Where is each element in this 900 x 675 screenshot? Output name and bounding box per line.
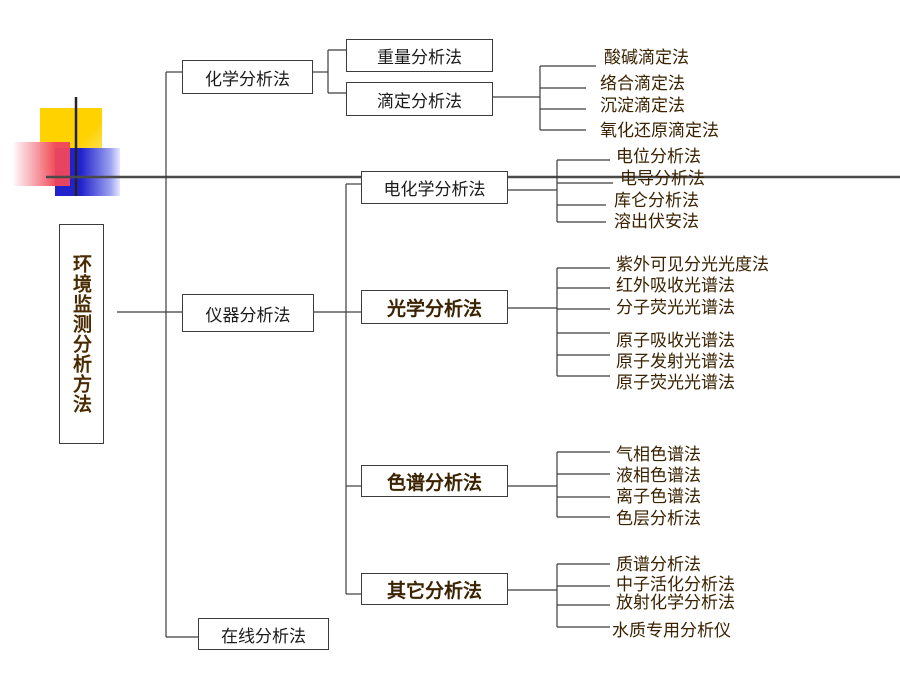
leaf-titration-2: 沉淀滴定法 (600, 96, 685, 116)
node-online-analysis: 在线分析法 (198, 618, 329, 650)
leaf-other-2: 放射化学分析法 (616, 593, 735, 613)
leaf-electrochem-0: 电位分析法 (616, 147, 701, 167)
leaf-titration-1: 络合滴定法 (600, 74, 685, 94)
leaf-optical-5: 原子荧光光谱法 (616, 373, 735, 393)
leaf-chromatography-3: 色层分析法 (616, 509, 701, 529)
node-instrument-analysis: 仪器分析法 (182, 294, 314, 332)
leaf-electrochem-2: 库仑分析法 (614, 191, 699, 211)
node-online-label: 在线分析法 (221, 626, 306, 647)
leaf-optical-3: 原子吸收光谱法 (616, 331, 735, 351)
node-gravimetric-label: 重量分析法 (377, 48, 462, 68)
node-gravimetric: 重量分析法 (346, 39, 493, 72)
leaf-titration-3: 氧化还原滴定法 (600, 121, 719, 141)
node-optical: 光学分析法 (361, 290, 508, 324)
leaf-chromatography-1: 液相色谱法 (616, 466, 701, 486)
leaf-titration-0: 酸碱滴定法 (604, 48, 689, 68)
leaf-electrochem-1: 电导分析法 (620, 169, 705, 189)
node-titration: 滴定分析法 (346, 82, 493, 116)
leaf-other-0: 质谱分析法 (616, 555, 701, 575)
node-other-label: 其它分析法 (386, 579, 482, 602)
node-chromatography: 色谱分析法 (361, 465, 508, 497)
deco-red-square (12, 142, 70, 186)
leaf-other-1: 中子活化分析法 (616, 575, 735, 595)
node-other: 其它分析法 (361, 573, 508, 605)
node-chemical-analysis: 化学分析法 (182, 60, 313, 94)
leaf-chromatography-0: 气相色谱法 (616, 445, 701, 465)
node-chemical-label: 化学分析法 (205, 69, 290, 90)
node-electrochem: 电化学分析法 (361, 171, 508, 204)
leaf-other-3: 水质专用分析仪 (612, 621, 731, 641)
leaf-chromatography-2: 离子色谱法 (616, 487, 701, 507)
leaf-optical-2: 分子荧光光谱法 (616, 298, 735, 318)
leaf-optical-4: 原子发射光谱法 (616, 352, 735, 372)
leaf-optical-1: 红外吸收光谱法 (616, 276, 735, 296)
root-label: 环境监测分析方法 (70, 254, 92, 414)
node-chromatography-label: 色谱分析法 (386, 471, 482, 494)
leaf-optical-0: 紫外可见分光光度法 (616, 255, 769, 275)
root-node: 环境监测分析方法 (59, 224, 104, 444)
node-instrument-label: 仪器分析法 (205, 305, 291, 326)
node-optical-label: 光学分析法 (386, 297, 482, 320)
node-electrochem-label: 电化学分析法 (383, 180, 486, 200)
leaf-electrochem-3: 溶出伏安法 (614, 212, 699, 232)
node-titration-label: 滴定分析法 (377, 91, 462, 112)
